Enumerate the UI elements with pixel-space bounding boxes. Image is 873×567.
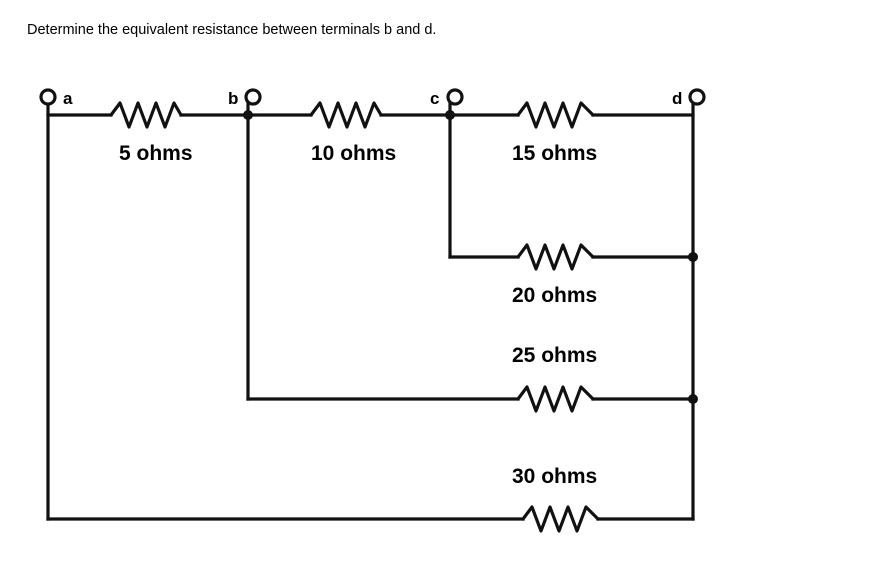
wires xyxy=(46,101,695,521)
junction-c xyxy=(445,110,455,120)
terminal-label-c: c xyxy=(430,89,439,108)
resistor-15-ohm-symbol xyxy=(516,101,595,129)
terminal-c xyxy=(446,88,464,106)
resistor-symbols xyxy=(109,101,600,533)
resistor-label-25: 25 ohms xyxy=(512,344,597,367)
terminals xyxy=(39,88,706,106)
junctions xyxy=(243,110,698,404)
resistor-5-ohm-symbol xyxy=(109,101,183,129)
terminal-d xyxy=(688,88,706,106)
resistor-label-20: 20 ohms xyxy=(512,284,597,307)
resistor-20-ohm-symbol xyxy=(516,243,595,271)
terminal-label-b: b xyxy=(228,89,238,108)
junction-b xyxy=(243,110,253,120)
terminal-label-a: a xyxy=(63,89,73,108)
question-text: Determine the equivalent resistance betw… xyxy=(27,22,437,38)
resistor-label-15: 15 ohms xyxy=(512,142,597,165)
resistor-30-ohm-symbol xyxy=(521,505,600,533)
resistor-label-30: 30 ohms xyxy=(512,465,597,488)
terminal-b xyxy=(244,88,262,106)
junction-d-20 xyxy=(688,252,698,262)
resistor-label-5: 5 ohms xyxy=(119,142,193,165)
resistor-25-ohm-symbol xyxy=(516,385,595,413)
junction-d-25 xyxy=(688,394,698,404)
resistor-label-10: 10 ohms xyxy=(311,142,396,165)
resistor-10-ohm-symbol xyxy=(309,101,383,129)
terminal-label-d: d xyxy=(672,89,682,108)
terminal-a xyxy=(39,88,57,106)
